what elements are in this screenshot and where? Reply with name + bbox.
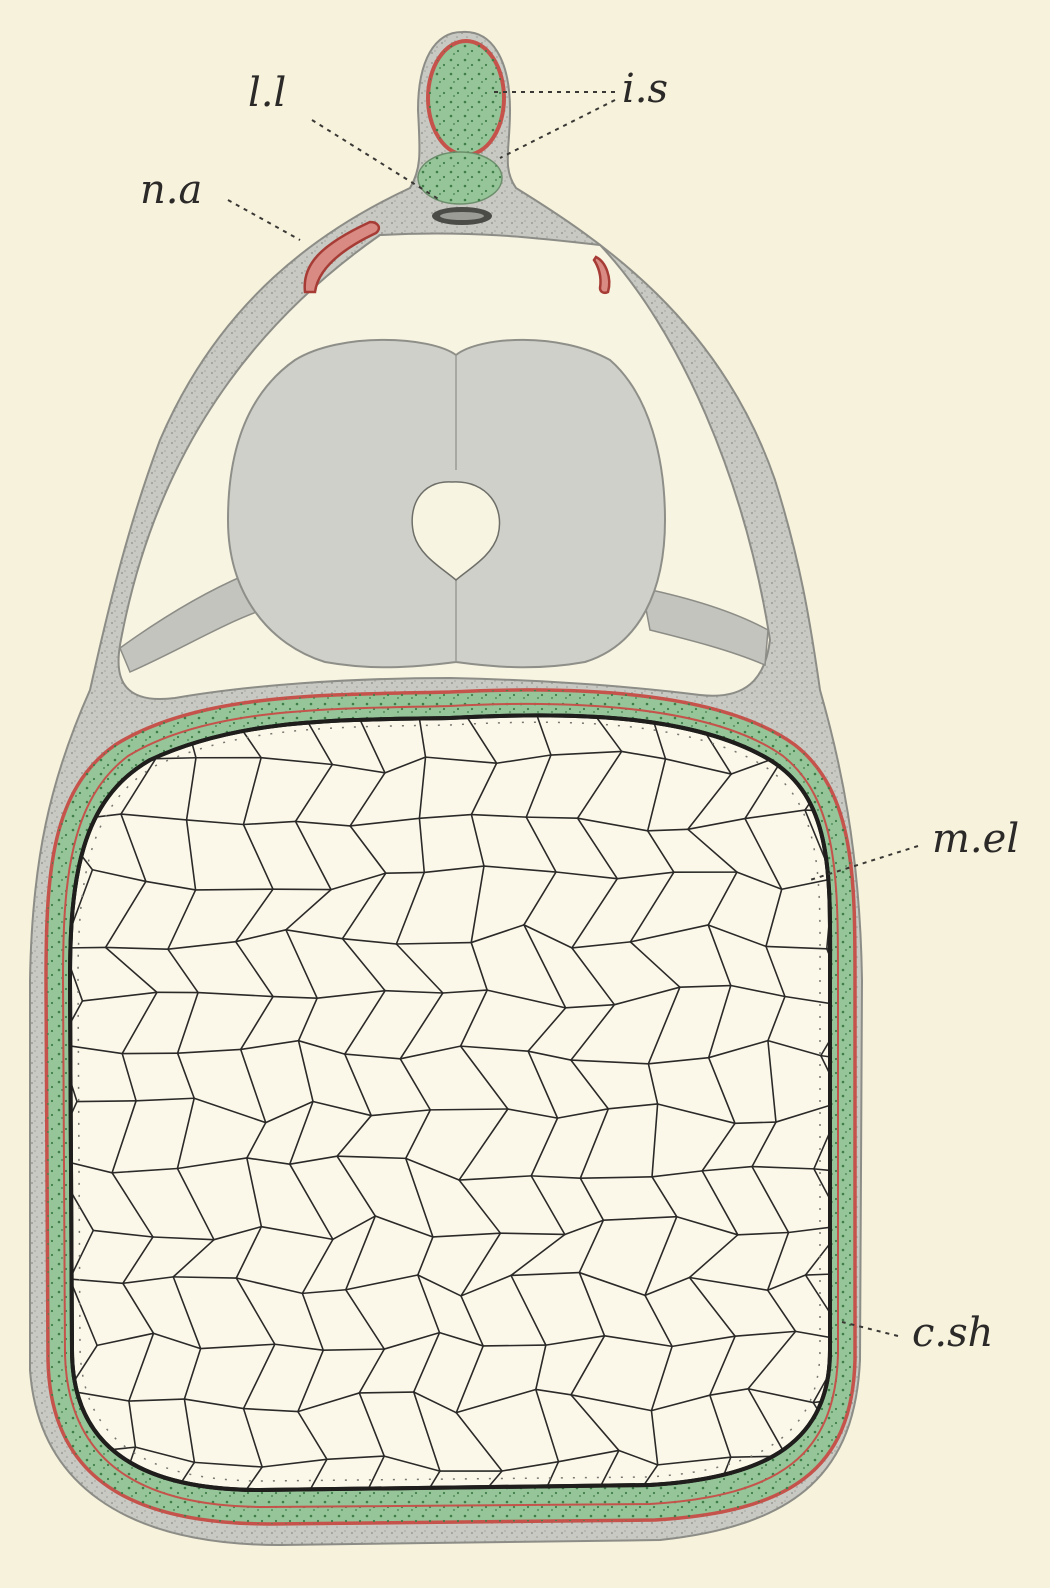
label-ll-group: l.l: [248, 70, 440, 200]
cell-wall: [526, 817, 577, 818]
label-csh-group: c.sh: [842, 1310, 993, 1356]
cell-wall: [196, 889, 273, 890]
label-na: n.a: [140, 167, 202, 213]
cell-wall: [878, 1063, 894, 1113]
cell-wall: [843, 1448, 890, 1449]
cell-wall: [863, 1396, 890, 1448]
cell-wall: [156, 758, 196, 759]
cell-wall: [874, 1114, 894, 1175]
label-mel: m.el: [932, 816, 1019, 862]
cell-wall: [863, 1347, 909, 1396]
cell-wall: [874, 1175, 911, 1229]
label-is: i.s: [622, 66, 668, 112]
cell-wall: [883, 716, 898, 761]
cell-wall: [875, 1229, 910, 1273]
cell-wall: [885, 761, 898, 814]
cell-wall: [879, 890, 888, 935]
cell-wall: [323, 1349, 384, 1350]
cell-wall: [871, 1448, 890, 1512]
label-is-group: i.s: [490, 66, 668, 158]
cell-wall: [878, 987, 901, 1063]
cell-wall: [483, 1345, 546, 1346]
cell-wall: [359, 1392, 413, 1393]
cell-wall: [56, 1513, 110, 1521]
notochord: [70, 715, 830, 1490]
cell-wall: [386, 872, 424, 873]
label-ll: l.l: [248, 70, 286, 116]
cell-wall: [885, 814, 888, 890]
label-na-group: n.a: [140, 167, 300, 240]
cell-wall: [173, 1277, 236, 1278]
label-csh: c.sh: [912, 1310, 993, 1356]
cell-wall: [841, 757, 898, 761]
cell-wall: [875, 1272, 908, 1347]
cell-wall: [77, 1101, 136, 1102]
cell-wall: [879, 935, 901, 987]
cell-wall: [430, 1109, 508, 1110]
